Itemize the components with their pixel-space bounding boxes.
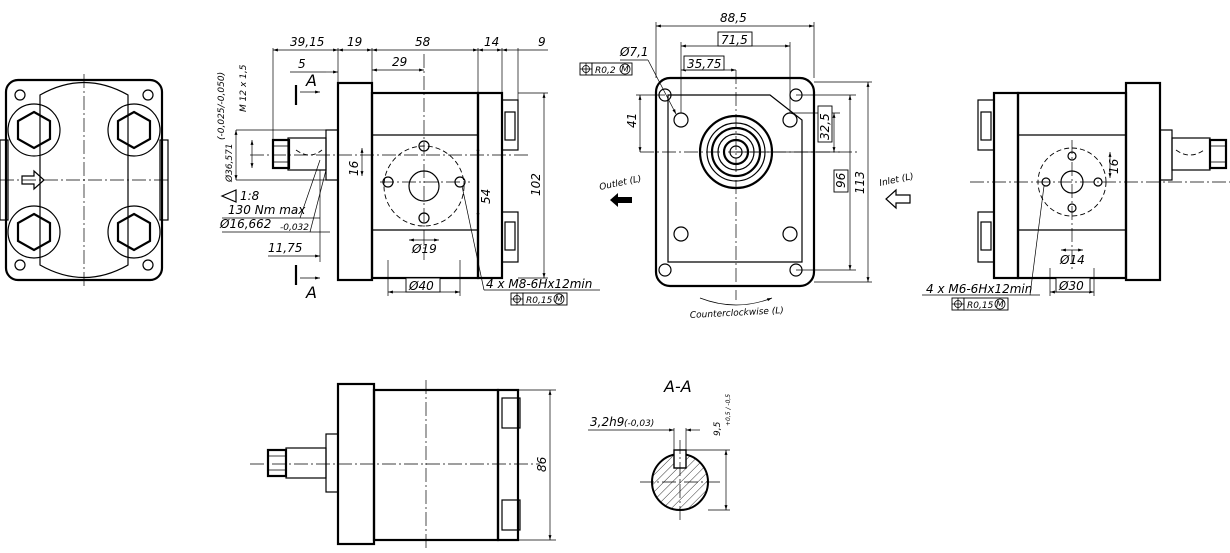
dim-32-5: 32,5 [818, 113, 832, 140]
port-hex-br [107, 205, 161, 259]
dim-16-left: 16 [347, 160, 361, 176]
port-hex-bl [7, 205, 61, 259]
dim-102: 102 [529, 173, 543, 196]
dim-96: 96 [834, 172, 848, 188]
tol-inlet: R0,15 [967, 301, 994, 311]
thread-inlet: 4 x M6-6Hx12min [926, 282, 1032, 296]
dim-5: 5 [298, 57, 306, 71]
rotation-label: Counterclockwise (L) [690, 306, 784, 321]
dim-41: 41 [625, 113, 639, 128]
flow-arrow-icon [21, 169, 45, 191]
front-view: 88,5 71,5 35,75 Ø7,1 R0,2 M 41 32,5 [579, 11, 915, 321]
section-mark-top: A [305, 71, 317, 90]
thread-outlet: 4 x M8-6Hx12min [486, 277, 592, 291]
dia-30: Ø30 [1058, 279, 1084, 293]
tol-inlet-m: M [996, 300, 1004, 310]
inlet-arrow-icon [885, 188, 911, 210]
port-hex-tl [7, 103, 61, 157]
tol-outlet: R0,15 [526, 296, 553, 306]
key-tolerance: (-0,03) [624, 419, 654, 429]
dim-54: 54 [479, 189, 493, 204]
dia-14: Ø14 [1059, 253, 1085, 267]
taper-ratio: 1:8 [240, 189, 260, 203]
dim-pilot-dia: Ø36,571 [224, 143, 235, 183]
tol-mount-m: M [621, 65, 629, 75]
dim-35-75: 35,75 [687, 57, 721, 71]
inlet-label: Inlet (L) [879, 172, 915, 189]
dim-19: 19 [347, 35, 362, 49]
dim-39-15: 39,15 [290, 35, 324, 49]
dim-14: 14 [484, 35, 499, 49]
outlet-arrow-icon [610, 193, 632, 207]
key-depth: 9,5 [713, 421, 723, 436]
section-title: A-A [663, 377, 692, 396]
dim-71-5: 71,5 [721, 33, 748, 47]
shaft-diameter: Ø16,662 [219, 217, 271, 231]
port-hex-tr [107, 103, 161, 157]
outlet-label: Outlet (L) [599, 174, 643, 193]
tol-mount: R0,2 [595, 66, 616, 76]
bottom-view: 86 [250, 380, 556, 548]
dim-11-75: 11,75 [268, 241, 302, 255]
dim-86: 86 [535, 456, 549, 472]
dia-19: Ø19 [411, 242, 437, 256]
section-mark-bottom: A [305, 283, 317, 302]
dia-40: Ø40 [408, 279, 434, 293]
side-view: A A 39,15 19 58 14 9 5 29 M 12 x 1,5 Ø36… [217, 35, 600, 306]
dim-88-5: 88,5 [720, 11, 747, 25]
torque-max: 130 Nm max [228, 203, 306, 217]
rear-side-view: 16 Ø14 Ø30 4 x M6-6Hx12min R0,15 M [922, 81, 1230, 311]
dim-29: 29 [392, 55, 407, 69]
dia-7-1: Ø7,1 [619, 45, 649, 59]
dim-pilot-tol: (-0,025/-0,050) [217, 72, 227, 140]
tol-outlet-m: M [555, 295, 563, 305]
dim-9: 9 [538, 35, 546, 49]
dim-58: 58 [415, 35, 431, 49]
dim-16-right: 16 [1107, 158, 1121, 174]
dim-113: 113 [853, 171, 867, 194]
dim-thread-shaft: M 12 x 1,5 [239, 64, 249, 112]
shaft-tolerance: -0,032 [280, 223, 309, 233]
key-depth-tol: +0,5 / -0,5 [725, 394, 732, 426]
key-width: 3,2h9 [590, 415, 624, 429]
left-flange-view [0, 74, 169, 288]
section-a-a: A-A 3,2h9 (-0,03) 9,5 +0,5 / -0,5 [588, 377, 732, 520]
